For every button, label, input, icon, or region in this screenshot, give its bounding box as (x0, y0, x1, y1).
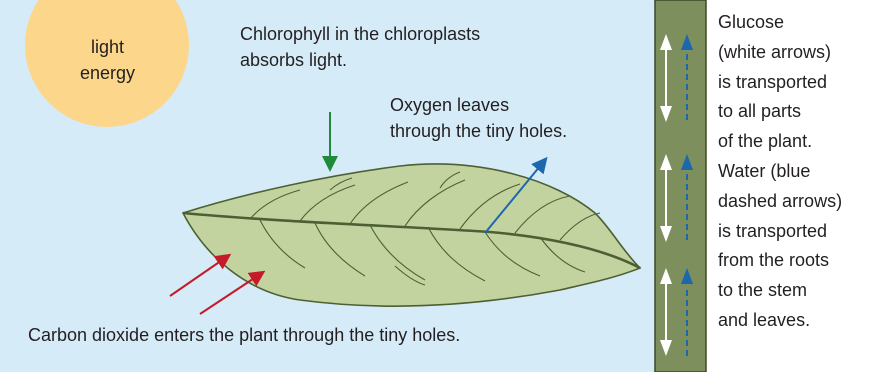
side-text-line: Water (blue (718, 157, 842, 187)
chlorophyll-label: Chlorophyll in the chloroplasts absorbs … (240, 21, 480, 73)
side-text-line: and leaves. (718, 306, 842, 336)
side-text-line: of the plant. (718, 127, 842, 157)
sun-label-line2: energy (70, 60, 145, 86)
chlorophyll-label-line2: absorbs light. (240, 47, 480, 73)
side-text-line: dashed arrows) (718, 187, 842, 217)
side-text-line: Glucose (718, 8, 842, 38)
plant-stem (655, 0, 706, 372)
chlorophyll-label-line1: Chlorophyll in the chloroplasts (240, 21, 480, 47)
side-text-line: (white arrows) (718, 38, 842, 68)
sun-label: light energy (70, 34, 145, 86)
sun-label-line1: light (70, 34, 145, 60)
oxygen-label-line1: Oxygen leaves (390, 92, 567, 118)
carbon-dioxide-label: Carbon dioxide enters the plant through … (28, 322, 460, 348)
side-text-line: from the roots (718, 246, 842, 276)
side-text-line: to the stem (718, 276, 842, 306)
side-text-line: to all parts (718, 97, 842, 127)
oxygen-label: Oxygen leaves through the tiny holes. (390, 92, 567, 144)
side-text-line: is transported (718, 217, 842, 247)
oxygen-label-line2: through the tiny holes. (390, 118, 567, 144)
side-text-line: is transported (718, 68, 842, 98)
